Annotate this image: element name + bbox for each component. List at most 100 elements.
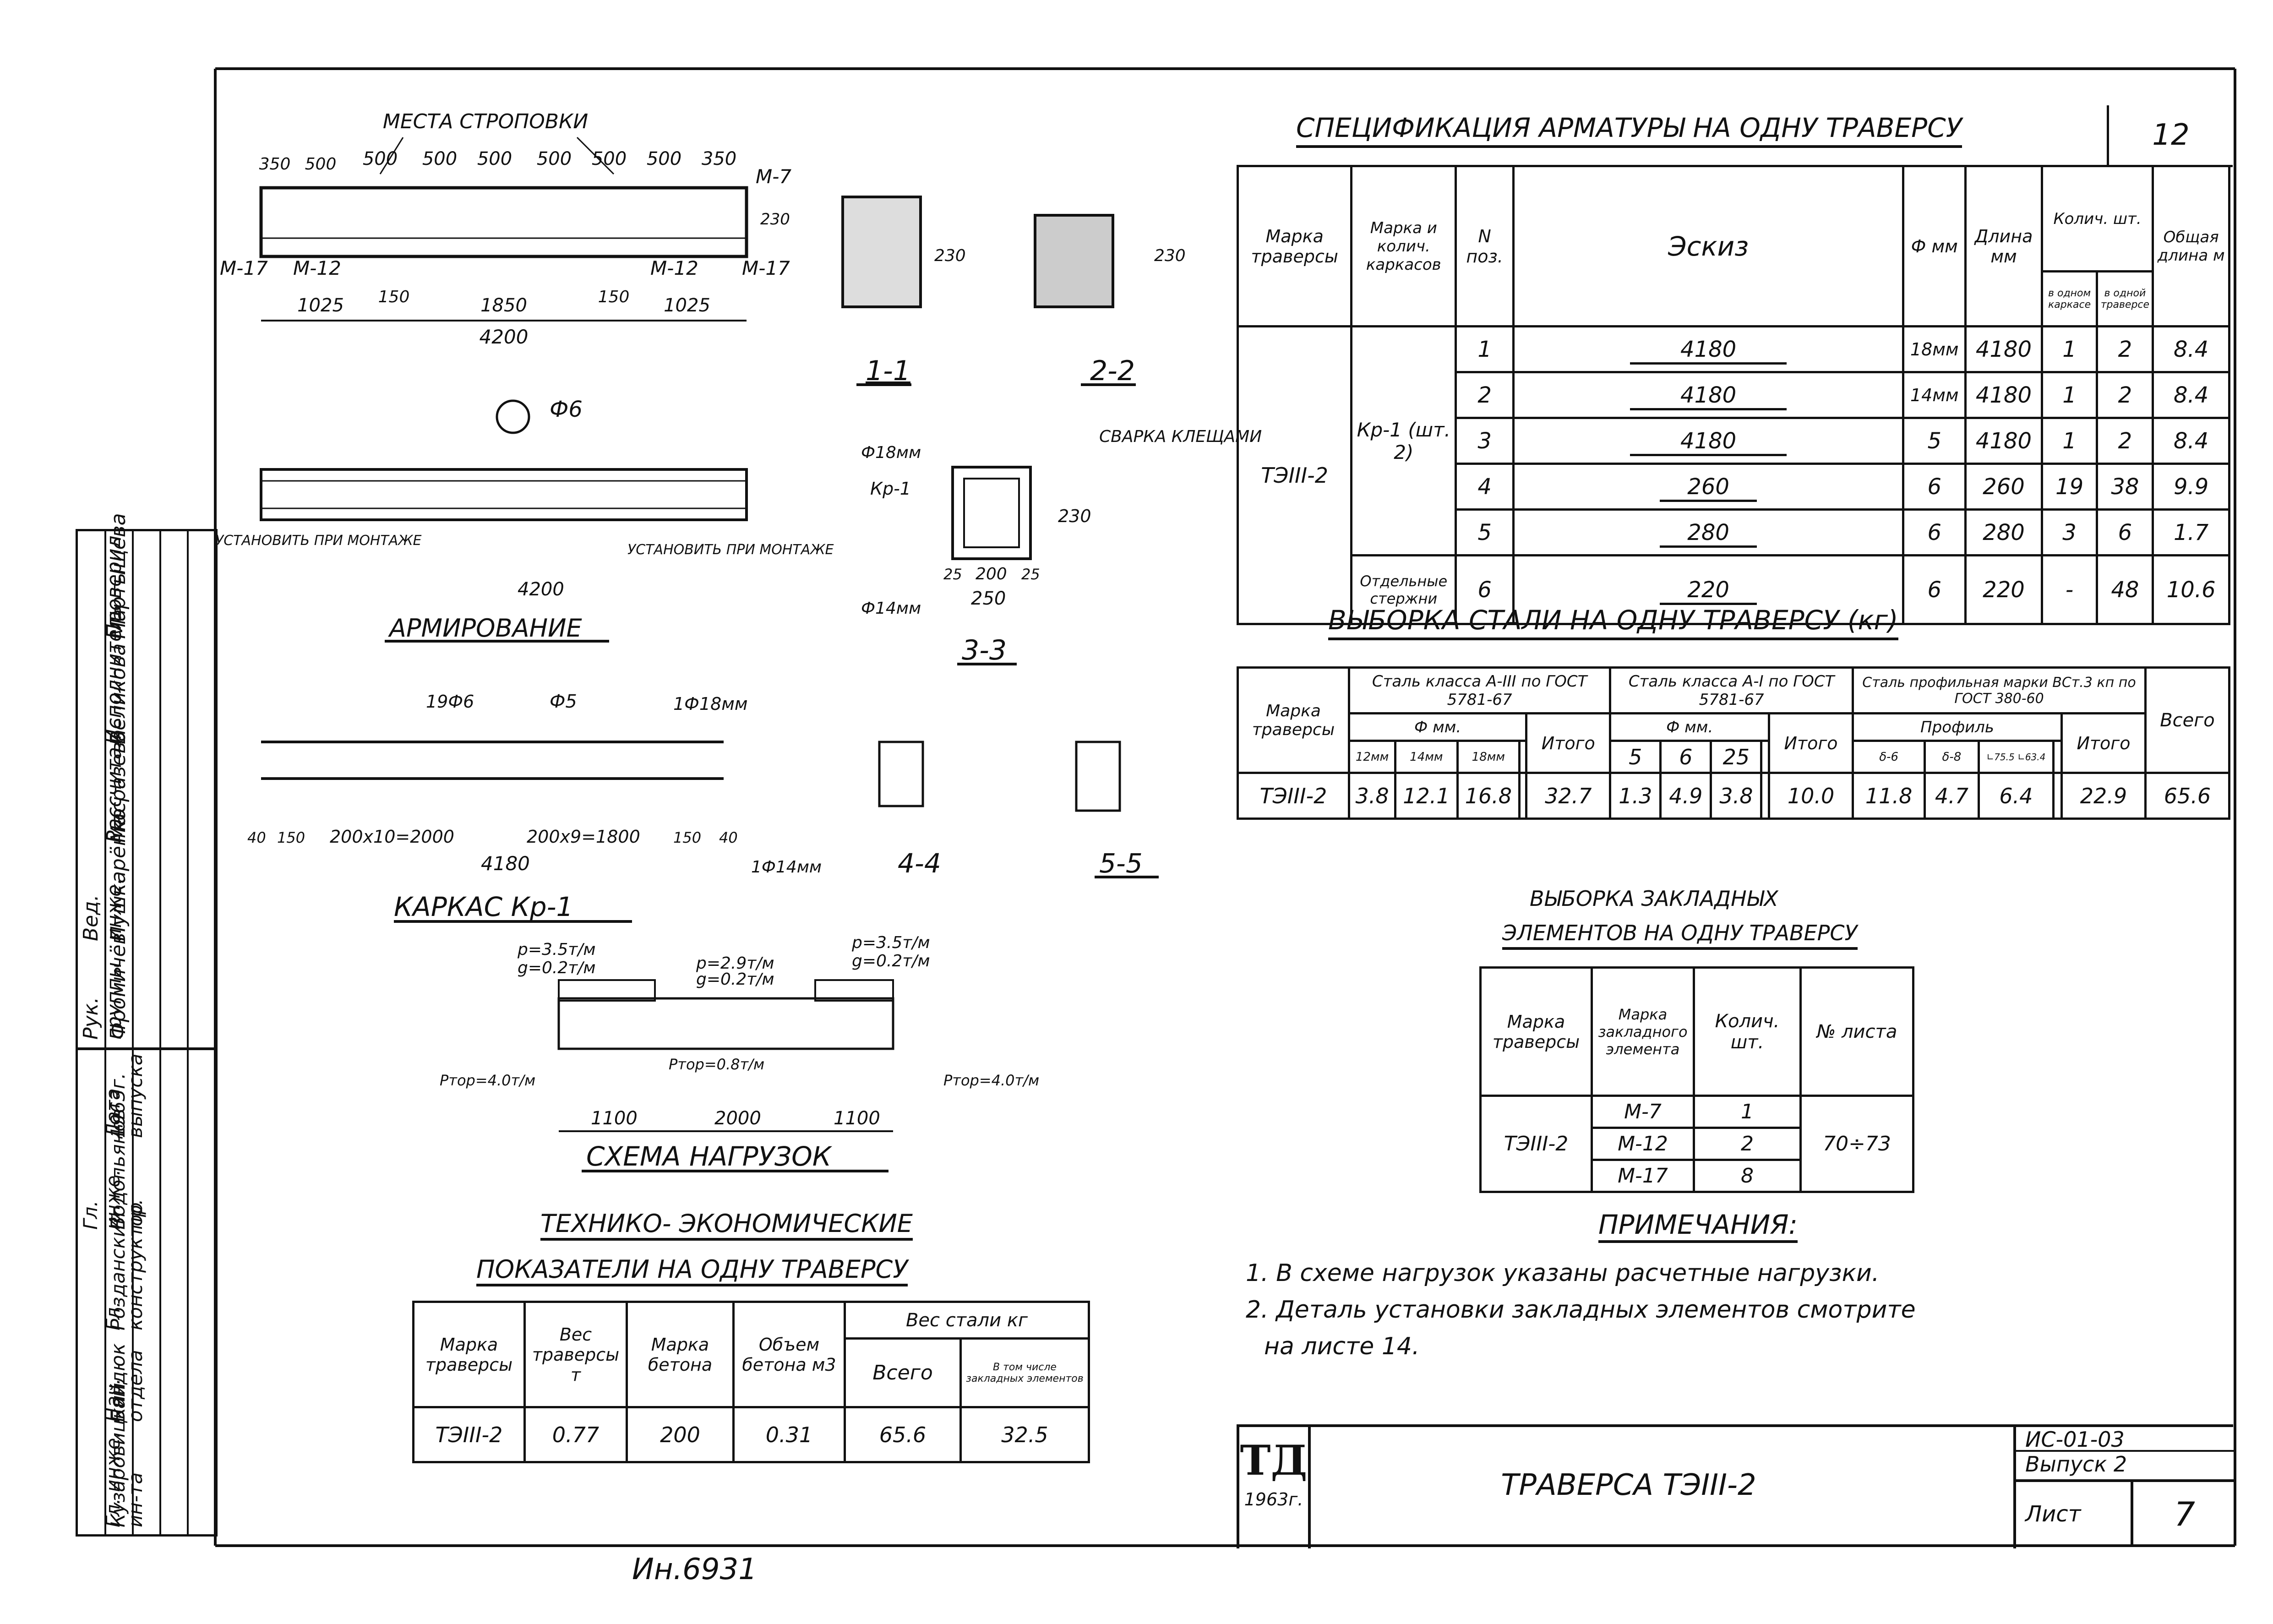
spec-total-2: 8.4 [2152,371,2230,419]
spec-total-3: 8.4 [2152,417,2230,465]
tech-concrete: 200 [626,1406,735,1463]
title-code: ИС-01-03 [2016,1427,2236,1452]
beam-lifting-label: МЕСТА СТРОПОВКИ [383,110,588,133]
steel-g2-c4 [1760,740,1770,774]
spec-sketch-4-text: 260 [1660,474,1757,502]
spec-d-2: 14мм [1902,371,1967,419]
frame-top-3: 1Ф18мм [673,694,748,714]
reinforcement-plan: Ф6 АРМИРОВАНИЕ 4200 УСТАНОВИТЬ ПРИ МОНТА… [215,397,834,643]
title-sheet-no: 7 [2174,1495,2195,1533]
steel-g1-c3: 18мм [1456,740,1521,774]
tech-table: Марка траверсы Вес траверсы т Марка бето… [412,1301,1090,1463]
steel-row-g1-3: 16.8 [1456,772,1521,820]
spec-h-c1: в одном каркасе [2040,270,2099,327]
mark-m17-right: М-17 [742,257,790,279]
frame-bot-1: 40 [247,829,266,846]
armir-length: 4200 [518,579,564,600]
title-logo-box: ТД 1963г. [1239,1427,1311,1548]
spec-frame: Кр-1 (шт. 2) [1350,325,1457,556]
spec-c2-6: 48 [2096,554,2154,625]
weld-label: СВАРКА КЛЕЩАМИ [1099,427,1262,446]
spec-len-4: 260 [1964,463,2043,511]
section-5-5: 5-5 [1075,741,1159,879]
note-3: на листе 14. [1264,1333,1420,1360]
steel-h-g1-mm: Ф мм. [1347,712,1528,742]
section-4-4: 4-4 [878,741,941,879]
spec-h-frame: Марка и колич. каркасов [1350,165,1457,327]
steel-h-g3-itogo: Итого [2060,712,2147,774]
title-year: 1963г. [1244,1489,1303,1510]
spec-loose: Отдельные стержни [1350,554,1457,625]
note-2: 2. Деталь установки закладных элементов … [1246,1296,1916,1324]
steel-row-g3-3: 6.4 [1977,772,2055,820]
load-dim-1: 1100 [591,1108,638,1129]
spec-c1-1: 1 [2040,325,2099,373]
spec-h-c2: в одной траверсе [2096,270,2154,327]
steel-h-g1: Сталь класса А-III по ГОСТ 5781-67 [1347,666,1612,714]
steel-row-g3-2: 4.7 [1924,772,1980,820]
emb-h-marka: Марка траверсы [1479,966,1593,1097]
emb-h-el: Марка закладного элемента [1591,966,1695,1097]
g-right: g=0.2т/м [852,952,930,970]
section-3-3-label: 3-3 [962,634,1007,666]
kr1-label: Кр-1 [870,479,911,499]
bottom-dim-1: 1025 [297,295,344,316]
section-2-2-label: 2-2 [1090,355,1135,387]
emb-marka: ТЭIII-2 [1479,1095,1593,1193]
spec-h-count: Колич. шт. [2040,165,2154,272]
p-left: p=3.5т/м [517,940,596,959]
steel-row-g3-total: 22.9 [2060,772,2147,820]
steel-g3-c3: ∟75.5 ∟63.4 [1977,740,2055,774]
top-dim-1: 350 [259,155,291,174]
steel-row-g3-4 [2052,772,2063,820]
spec-sketch-5: 280 [1512,508,1905,556]
spec-pos-5: 5 [1455,508,1515,556]
steel-row-g1-total: 32.7 [1525,772,1612,820]
steel-h-g2-mm: Ф мм. [1609,712,1771,742]
tech-h-steel: Вес стали кг [844,1301,1090,1340]
tech-title-1: ТЕХНИКО- ЭКОНОМИЧЕСКИЕ [540,1209,913,1241]
top-dim-8: 500 [647,148,681,169]
sheet-number: 12 [2152,118,2190,152]
bottom-dim-2: 150 [378,288,410,306]
notes-title: ПРИМЕЧАНИЯ: [1598,1209,1798,1243]
steel-h-g2-itogo: Итого [1768,712,1854,774]
spec-title: СПЕЦИФИКАЦИЯ АРМАТУРЫ НА ОДНУ ТРАВЕРСУ [1296,112,1962,148]
spec-table: Марка траверсы Марка и колич. каркасов N… [1236,165,2230,625]
spec-h-pos: N поз. [1455,165,1515,327]
steel-h-vsego: Всего [2144,666,2230,774]
tech-embedded: 32.5 [959,1406,1090,1463]
tech-h-embedded: В том числе закладных элементов [959,1337,1090,1408]
section-2-2: 2-2 230 [1034,214,1186,387]
spec-sketch-1: 4180 [1512,325,1905,373]
spec-h-sketch: Эскиз [1512,165,1905,327]
bottom-dim-5: 1025 [664,295,710,316]
spec-len-1: 4180 [1964,325,2043,373]
spec-sketch-2: 4180 [1512,371,1905,419]
r-right: Pтор=4.0т/м [943,1072,1039,1089]
spec-sketch-6: 220 [1512,554,1905,625]
top-dim-4: 500 [422,148,457,169]
steel-h-g2: Сталь класса А-I по ГОСТ 5781-67 [1609,666,1854,714]
mark-m7: М-7 [756,165,791,188]
frame-total: 4180 [481,852,530,875]
tech-h-weight: Вес траверсы т [523,1301,628,1408]
title-sheet-label: Лист [2016,1482,2133,1546]
r-mid: Pтор=0.8т/м [669,1056,764,1073]
emb-qty-3: 8 [1693,1159,1802,1193]
steel-g3-c1: δ-6 [1852,740,1926,774]
steel-row-g1-2: 12.1 [1394,772,1459,820]
title-sheet-row: Лист 7 [2016,1482,2236,1546]
section-4-4-label: 4-4 [898,848,941,879]
top-dim-2: 500 [305,155,337,174]
section-1-1: 1-1 230 [841,196,966,387]
spec-c2-3: 2 [2096,417,2154,465]
steel-g2-c2: 6 [1659,740,1712,774]
spec-sketch-1-text: 4180 [1630,336,1787,365]
section-1-1-dim-230: 230 [934,246,966,265]
steel-g1-c4 [1518,740,1528,774]
frame-bot-2: 150 [277,829,305,846]
frame-phi14: 1Ф14мм [751,858,822,877]
section-5-5-label: 5-5 [1099,848,1143,879]
spec-pos-6: 6 [1455,554,1515,625]
